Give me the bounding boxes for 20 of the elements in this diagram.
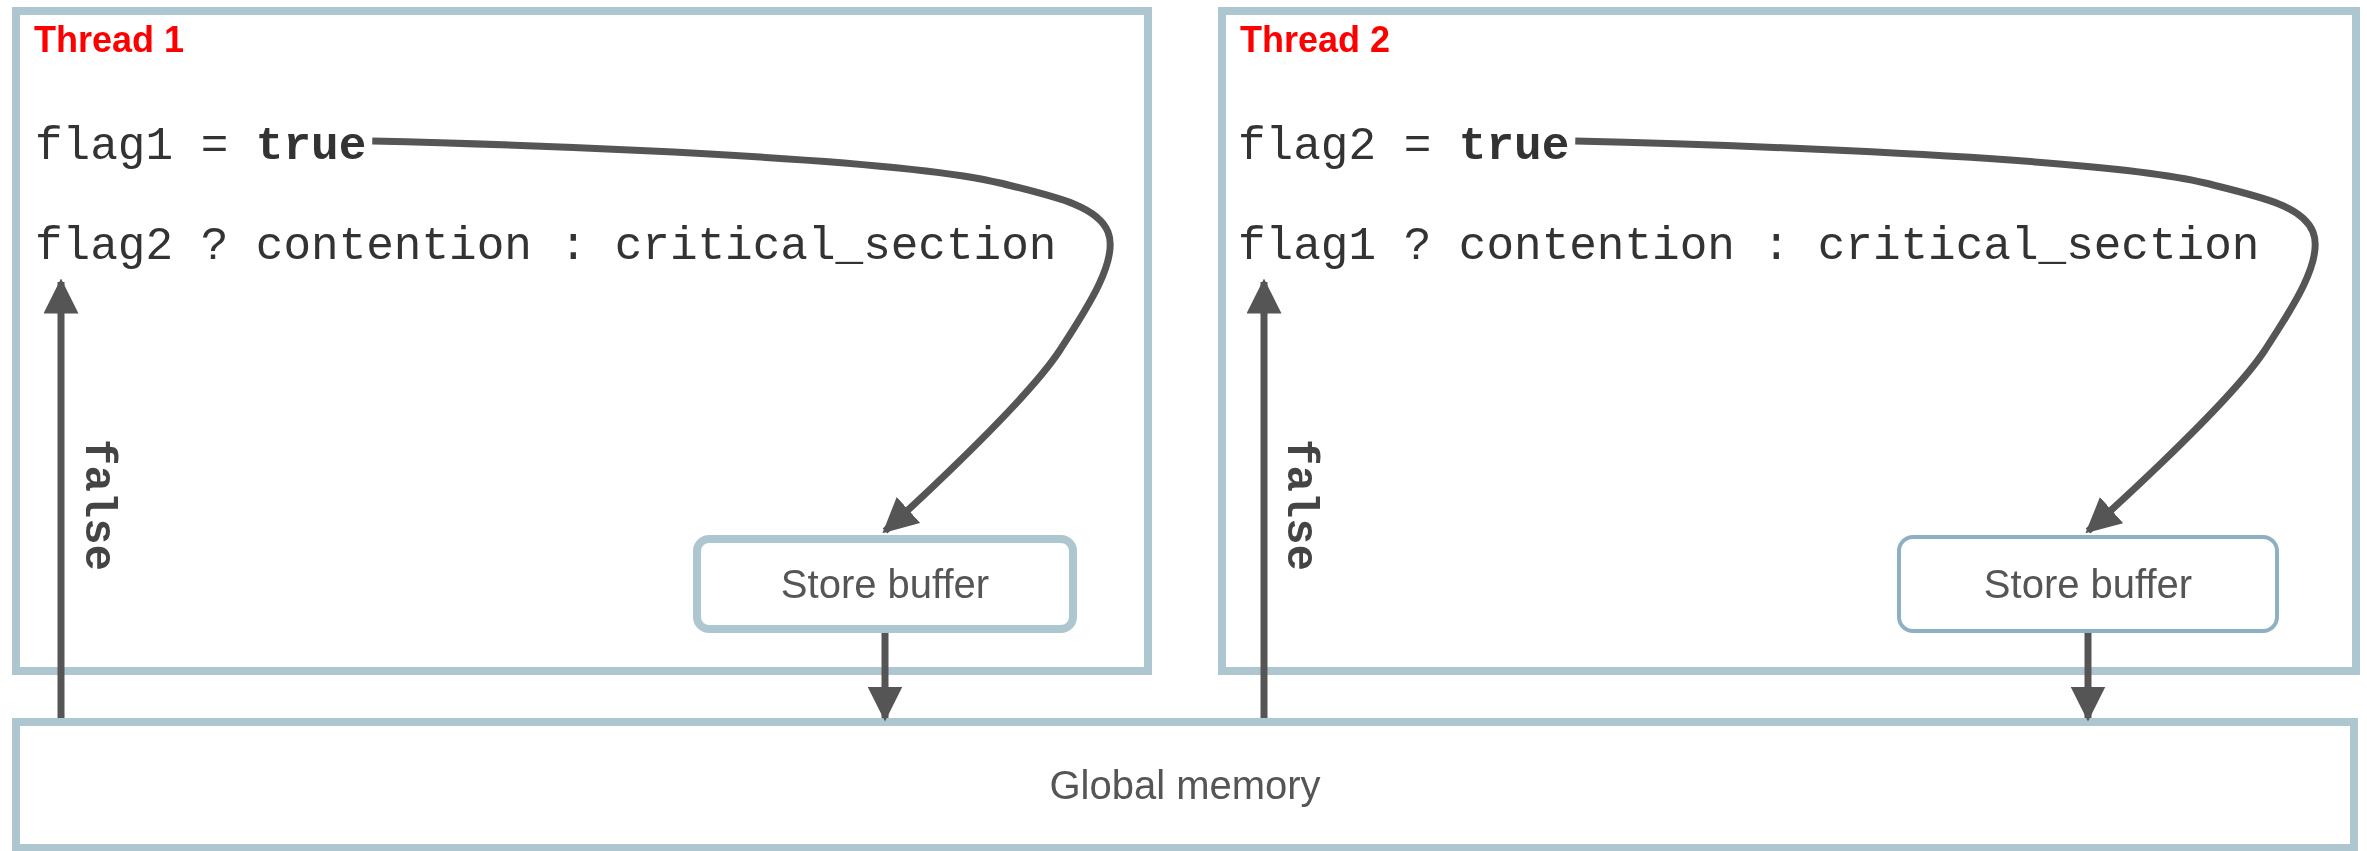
thread-panel	[12, 7, 1152, 675]
arrow	[2070, 633, 2106, 722]
box-label: Global memory	[1049, 762, 1321, 808]
panel-title: Thread 2	[1240, 19, 1391, 61]
thread-panel	[1218, 7, 2360, 675]
code-line: flag2 = true	[1238, 112, 1570, 182]
code-line: flag2 ? contention : critical_section	[35, 212, 1057, 282]
arrow	[867, 633, 903, 722]
store-buffer-box	[1897, 535, 2279, 633]
store-buffer-box	[693, 535, 1077, 633]
panel-title: Thread 1	[34, 19, 185, 61]
edge-label: false	[1275, 439, 1325, 571]
code-line: flag1 = true	[35, 112, 367, 182]
code-line: flag1 ? contention : critical_section	[1238, 212, 2260, 282]
edge-label: false	[73, 439, 123, 571]
arrow	[1246, 278, 1282, 718]
box-label: Store buffer	[1983, 561, 2193, 607]
arrow	[43, 278, 79, 718]
box-label: Store buffer	[780, 561, 990, 607]
global-memory-box	[12, 718, 2358, 851]
